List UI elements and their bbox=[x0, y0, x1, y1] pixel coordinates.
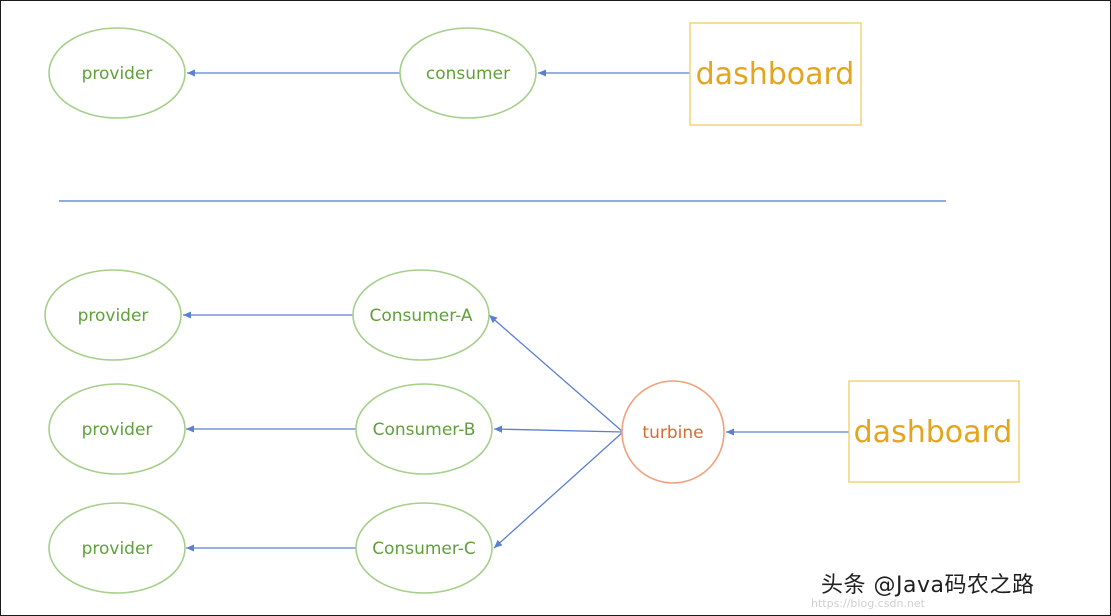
top-dashboard-label: dashboard bbox=[696, 57, 855, 92]
consumer-c-label: Consumer-C bbox=[372, 539, 476, 559]
provider-node-a: provider bbox=[44, 269, 182, 361]
provider-node-b: provider bbox=[48, 383, 186, 475]
provider-c-label: provider bbox=[82, 539, 153, 559]
turbine-node: turbine bbox=[621, 380, 725, 484]
watermark-text: 头条 @Java码农之路 bbox=[821, 573, 1035, 598]
consumer-b-node: Consumer-B bbox=[355, 383, 493, 475]
bottom-dashboard-label: dashboard bbox=[854, 415, 1013, 450]
edge-turbine-to-consumer-c bbox=[493, 431, 624, 549]
consumer-a-node: Consumer-A bbox=[352, 269, 490, 361]
consumer-c-node: Consumer-C bbox=[355, 502, 493, 594]
top-provider-label: provider bbox=[82, 64, 153, 84]
turbine-label: turbine bbox=[642, 423, 703, 443]
bottom-dashboard-node: dashboard bbox=[848, 380, 1020, 483]
watermark-url: https://blog.csdn.net bbox=[811, 597, 925, 610]
edge-turbine-to-consumer-b bbox=[493, 425, 624, 433]
edge-turbine-to-consumer-a bbox=[488, 314, 624, 433]
top-consumer-node: consumer bbox=[399, 27, 537, 119]
top-provider-node: provider bbox=[48, 27, 186, 119]
consumer-a-label: Consumer-A bbox=[370, 306, 473, 326]
provider-b-label: provider bbox=[82, 420, 153, 440]
provider-a-label: provider bbox=[78, 306, 149, 326]
top-consumer-label: consumer bbox=[426, 64, 510, 84]
top-dashboard-node: dashboard bbox=[689, 22, 862, 126]
consumer-b-label: Consumer-B bbox=[373, 420, 476, 440]
provider-node-c: provider bbox=[48, 502, 186, 594]
